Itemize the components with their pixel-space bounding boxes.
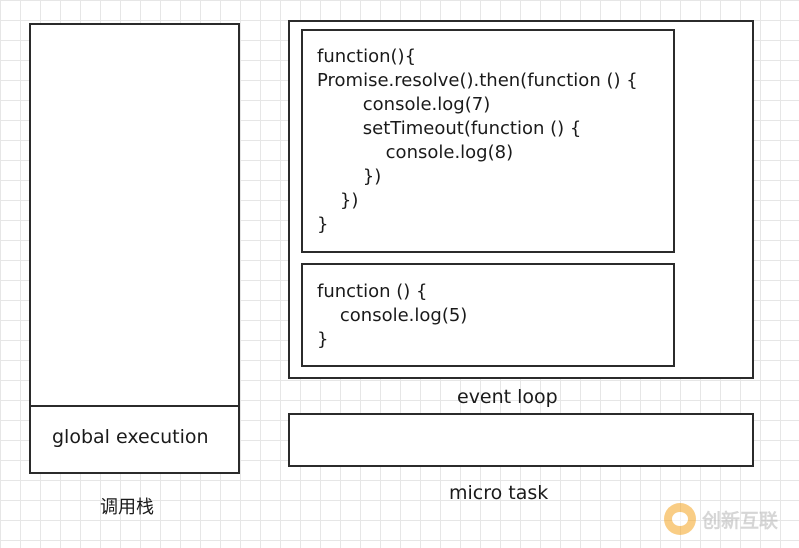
call-stack-caption: 调用栈 (100, 497, 154, 518)
global-execution-frame: global execution (52, 426, 209, 448)
task-code-2: function () { console.log(5) } (317, 281, 468, 350)
task-box-1 (301, 29, 675, 253)
brand-logo-icon (664, 503, 696, 535)
call-stack-box (29, 23, 240, 474)
call-stack-divider (29, 405, 240, 407)
event-loop-caption: event loop (457, 386, 558, 408)
micro-task-caption: micro task (449, 482, 549, 504)
task-box-2 (301, 263, 675, 367)
watermark-text: 创新互联 (702, 509, 779, 532)
task-code-1: function(){ Promise.resolve().then(funct… (317, 46, 638, 235)
watermark: 创新互联 (664, 503, 778, 535)
micro-task-box (288, 413, 754, 467)
